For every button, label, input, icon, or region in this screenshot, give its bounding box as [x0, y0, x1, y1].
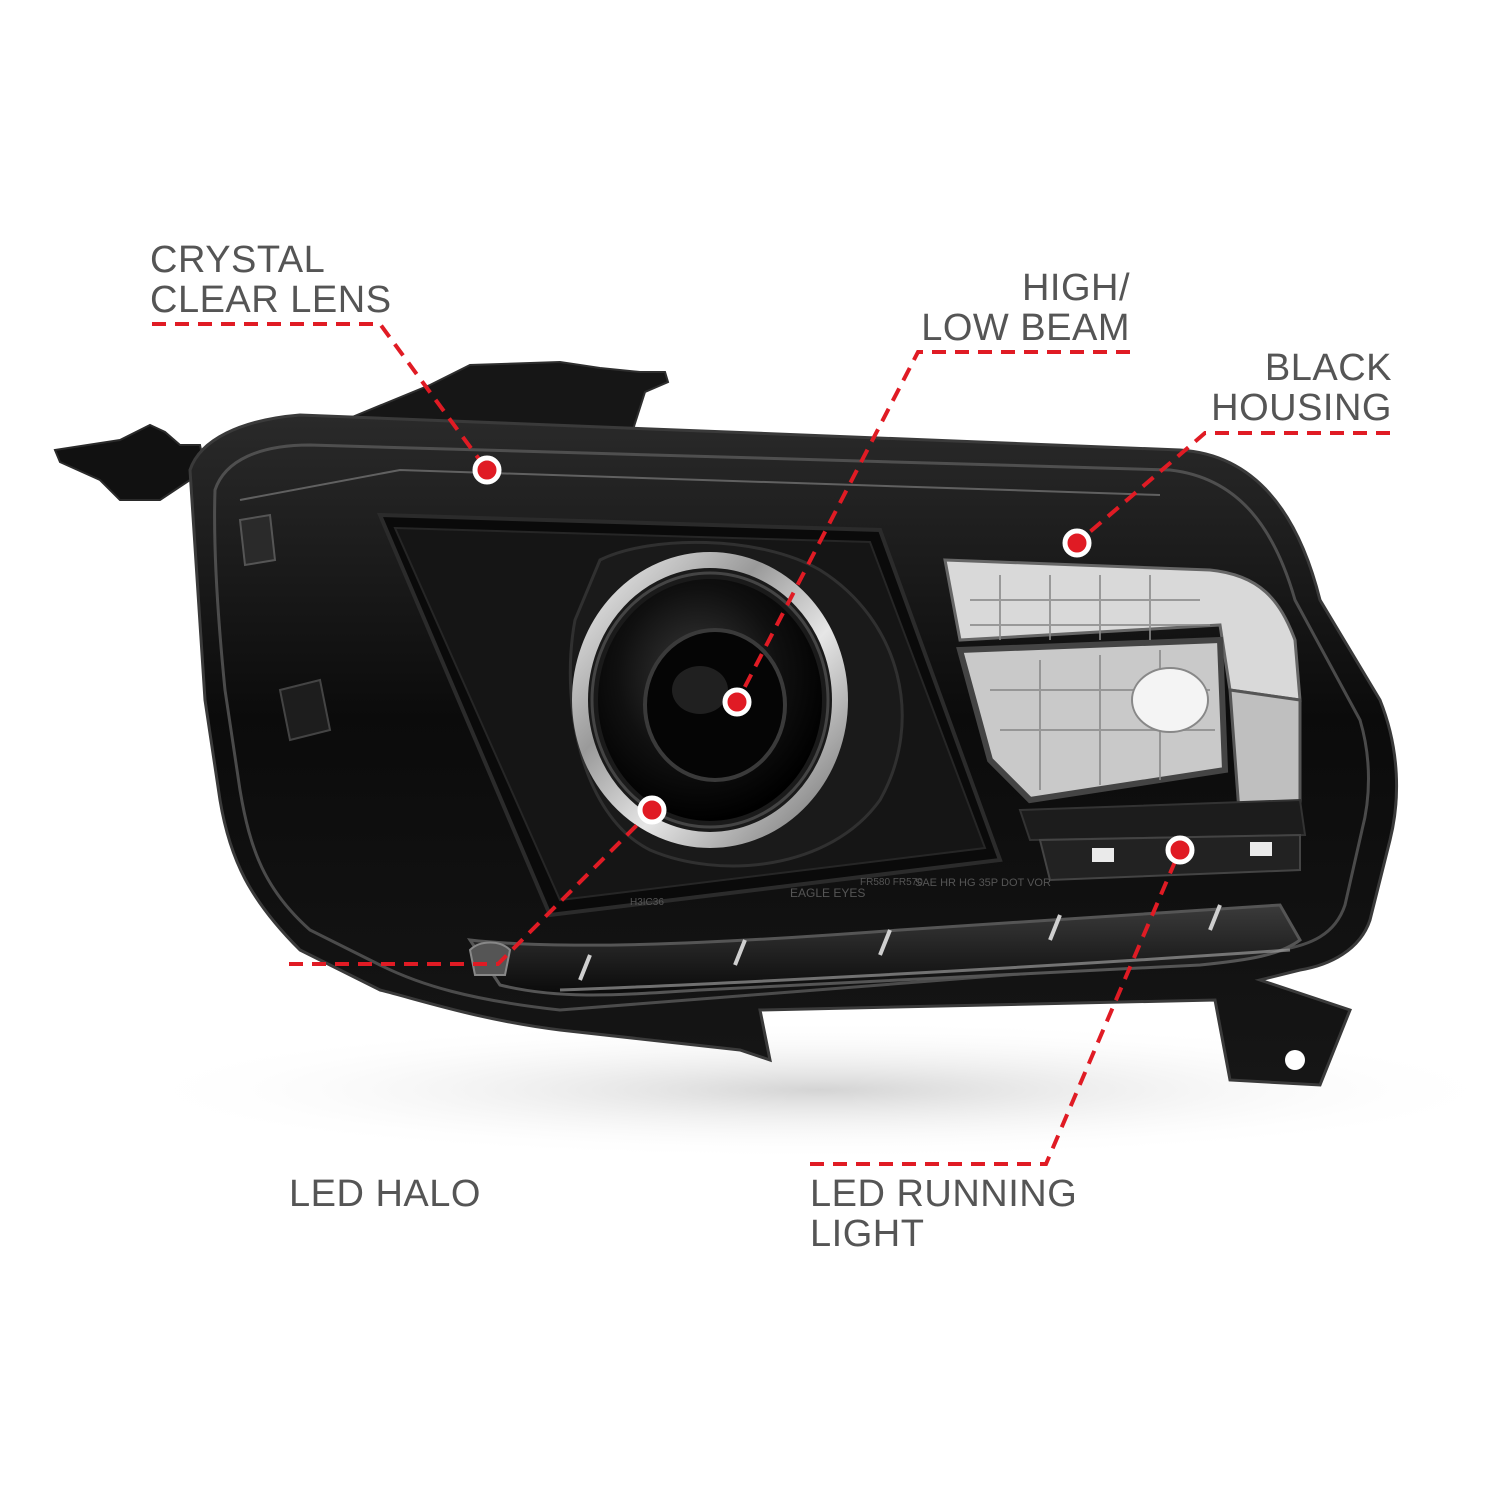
label-line: LIGHT [810, 1213, 925, 1255]
callout-line-black-housing [1075, 431, 1390, 545]
brand-marking: EAGLE EYES [790, 886, 865, 900]
label-led-halo: LED HALO [289, 1174, 481, 1214]
led-chip [1250, 842, 1272, 856]
lens-border [213, 443, 1370, 1012]
callout-lines [152, 322, 1390, 1166]
dot-black-housing [1062, 528, 1092, 558]
left-bracket [53, 423, 207, 501]
certification-marking: SAE HR HG 35P DOT VOR [915, 877, 1051, 889]
label-line: LED RUNNING [810, 1173, 1078, 1215]
adjuster-screw [468, 941, 512, 976]
label-line: HOUSING [1211, 387, 1392, 429]
label-line: CRYSTAL [150, 239, 326, 281]
halo-ring [572, 552, 848, 848]
dot-led-halo [637, 795, 667, 825]
dot-high-low-beam [722, 687, 752, 717]
led-chip [1092, 848, 1114, 862]
label-line: LED HALO [289, 1173, 481, 1215]
code-marking: FR580 FR570 [860, 877, 923, 888]
callout-line-led-halo [289, 808, 654, 966]
label-crystal-clear-lens: CRYSTAL CLEAR LENS [150, 240, 392, 320]
label-line: HIGH/ [1021, 267, 1130, 309]
label-black-housing: BLACK HOUSING [1211, 348, 1392, 428]
label-line: BLACK [1264, 347, 1392, 389]
strip-reflector-marks [578, 904, 1222, 981]
label-led-running-light: LED RUNNING LIGHT [810, 1174, 1077, 1254]
callout-line-led-running-light [810, 849, 1182, 1166]
dot-crystal-clear-lens [472, 455, 502, 485]
callout-line-high-low-beam [735, 350, 1130, 703]
dot-led-running-light [1165, 835, 1195, 865]
label-high-low-beam: HIGH/ LOW BEAM [921, 268, 1130, 348]
label-line: CLEAR LENS [150, 279, 392, 321]
callout-dots [472, 455, 1195, 865]
floor-shadow [120, 1020, 1500, 1160]
lower-light-strip [466, 903, 1302, 997]
callout-line-crystal-clear-lens [152, 322, 489, 472]
left-code-marking: H3IC36 [630, 897, 664, 908]
label-line: LOW BEAM [921, 307, 1130, 349]
